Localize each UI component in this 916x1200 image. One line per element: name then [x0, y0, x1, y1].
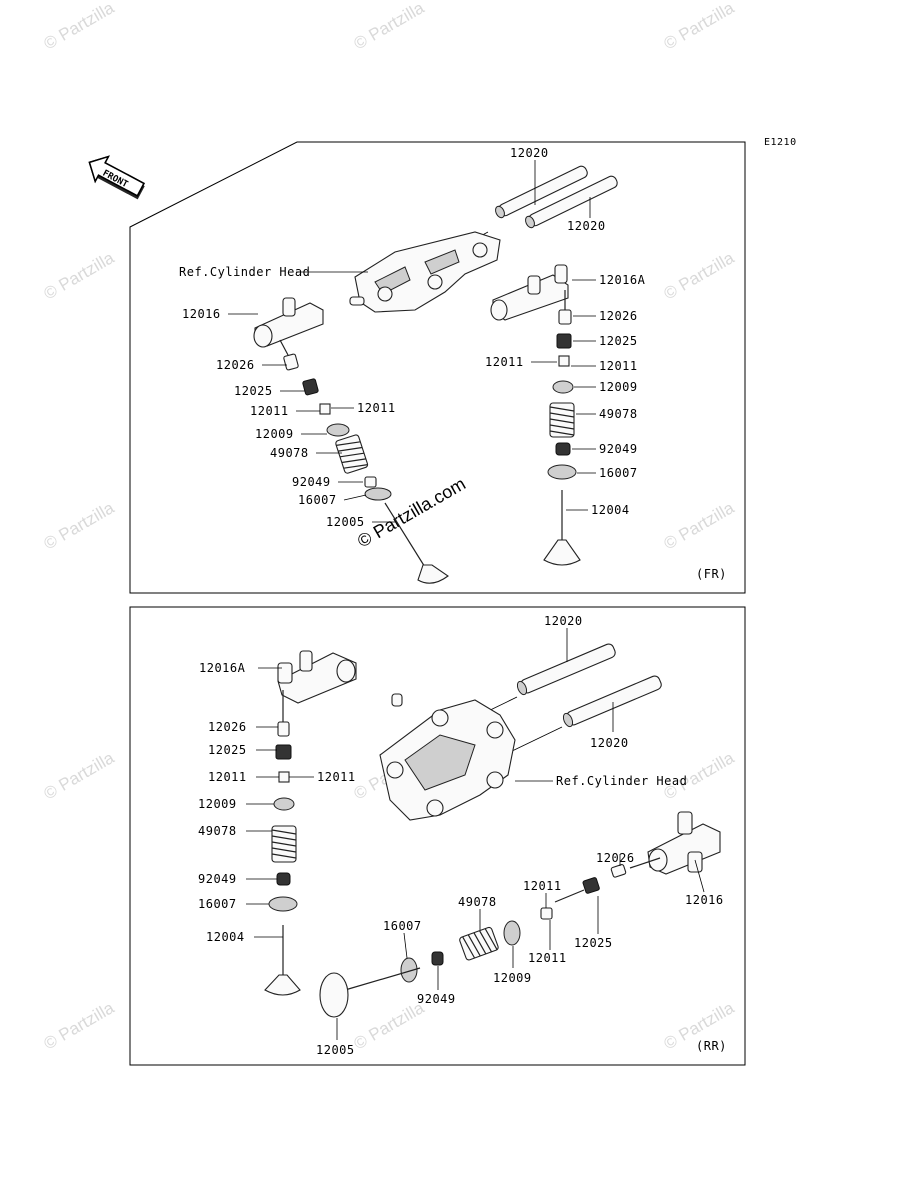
part-number: 16007: [599, 466, 638, 480]
cylinder-head: [379, 693, 516, 821]
part-number: 12005: [316, 1043, 355, 1057]
watermark: © Partzilla: [41, 998, 118, 1054]
watermark: © Partzilla: [661, 498, 738, 554]
part-number: 12016: [182, 307, 221, 321]
pushrod: [562, 675, 662, 728]
valve-stack-left: [279, 339, 449, 584]
rocker-arm: [277, 650, 357, 704]
cylinder-head: [349, 231, 501, 313]
part-number: 12020: [510, 146, 549, 160]
part-number: 12016A: [599, 273, 646, 287]
rocker-arm: [490, 264, 569, 321]
part-number: 12020: [567, 219, 606, 233]
part-number: 12004: [206, 930, 245, 944]
part-number: 92049: [292, 475, 331, 489]
panel-tag: (RR): [696, 1039, 727, 1053]
part-number: 12025: [208, 743, 247, 757]
part-number: 12011: [208, 770, 247, 784]
part-number: 12026: [216, 358, 255, 372]
part-number: 49078: [198, 824, 237, 838]
watermark: © Partzilla: [661, 248, 738, 304]
valve-spring: [549, 402, 575, 438]
part-number: 12011: [523, 879, 562, 893]
part-number: 12011: [317, 770, 356, 784]
watermark: © Partzilla: [41, 498, 118, 554]
valve-stack-right: [543, 290, 581, 566]
pushrod: [525, 175, 618, 229]
valve-spring: [459, 926, 499, 961]
part-number: 16007: [383, 919, 422, 933]
part-number: 12026: [599, 309, 638, 323]
part-number: 12009: [493, 971, 532, 985]
valve-stack-rear-bottom: [319, 857, 661, 1018]
part-number: 16007: [198, 897, 237, 911]
part-number: 92049: [198, 872, 237, 886]
part-number: 12011: [528, 951, 567, 965]
part-number: 49078: [599, 407, 638, 421]
part-number: 49078: [458, 895, 497, 909]
panel-tag: (FR): [696, 567, 727, 581]
part-number: 12020: [590, 736, 629, 750]
part-number: 12009: [599, 380, 638, 394]
pushrod: [516, 643, 616, 696]
front-arrow-icon: FRONT: [88, 155, 145, 200]
valve-spring: [271, 825, 297, 863]
rocker-arm: [647, 811, 721, 875]
valve-spring: [335, 434, 369, 474]
part-number: 12025: [599, 334, 638, 348]
part-number: 12020: [544, 614, 583, 628]
part-number: 12009: [198, 797, 237, 811]
part-number: 12011: [599, 359, 638, 373]
part-number: 12026: [208, 720, 247, 734]
valve-stack-rear-left: [264, 690, 301, 996]
watermarks: © Partzilla © Partzilla © Partzilla © Pa…: [41, 0, 738, 1053]
part-number: 12011: [250, 404, 289, 418]
part-number: 92049: [599, 442, 638, 456]
part-number: 49078: [270, 446, 309, 460]
watermark: © Partzilla: [41, 748, 118, 804]
rocker-arm: [253, 297, 324, 348]
part-number: 12025: [574, 936, 613, 950]
part-number: 12011: [357, 401, 396, 415]
watermark: © Partzilla: [351, 998, 428, 1054]
part-number: 12016: [685, 893, 724, 907]
part-number: 12009: [255, 427, 294, 441]
diagram-code: E1210: [764, 137, 797, 148]
part-number: 92049: [417, 992, 456, 1006]
part-number: 12004: [591, 503, 630, 517]
part-number: 12005: [326, 515, 365, 529]
watermark: © Partzilla: [351, 0, 428, 53]
panel-front: (FR) 12020 12020 Ref.Cylinder Head: [129, 141, 746, 594]
part-number: 12026: [596, 851, 635, 865]
part-number: 12016A: [199, 661, 246, 675]
ref-label: Ref.Cylinder Head: [556, 774, 687, 788]
part-number: 12025: [234, 384, 273, 398]
panel-rear: (RR) 12020 12020 Ref.Cylinder Head: [129, 606, 746, 1066]
watermark: © Partzilla: [661, 0, 738, 53]
part-number: 12011: [485, 355, 524, 369]
ref-label: Ref.Cylinder Head: [179, 265, 310, 279]
part-number: 16007: [298, 493, 337, 507]
watermark: © Partzilla: [41, 0, 118, 53]
pushrod: [495, 165, 588, 219]
watermark: © Partzilla: [41, 248, 118, 304]
